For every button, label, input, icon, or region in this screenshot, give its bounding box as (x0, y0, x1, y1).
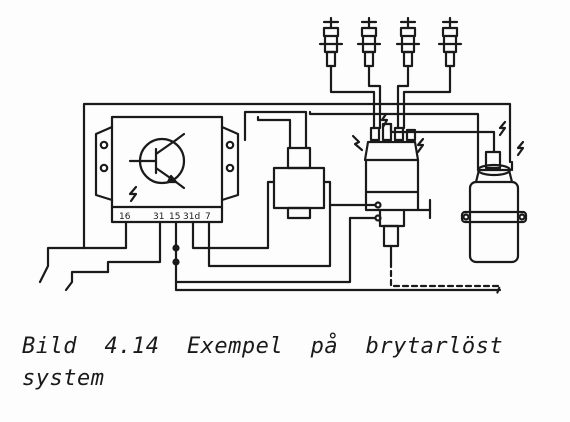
dashed-ground-line (389, 260, 502, 298)
figure-caption: Bild 4.14 Exempel på brytarlöst (22, 334, 504, 359)
terminal-label-7: 7 (205, 212, 211, 222)
distributor (363, 122, 432, 264)
figure-caption-continued: system (22, 366, 105, 391)
spark-symbol-icon (498, 120, 507, 137)
spark-symbol-icon (416, 137, 425, 154)
spark-plug-2 (356, 16, 382, 76)
transistor-arrow-icon (166, 174, 178, 184)
spark-symbol-icon (128, 185, 138, 203)
transistor-symbol (128, 132, 186, 190)
spark-symbol-icon (380, 112, 389, 129)
terminal-label-16: 16 (119, 212, 131, 222)
spark-plug-1 (318, 16, 344, 76)
spark-plug-3 (395, 16, 421, 76)
terminal-label-15: 15 (169, 212, 180, 222)
terminal-label-31d: 31d (183, 212, 200, 222)
ignition-coil (460, 150, 528, 264)
spark-symbol-icon (516, 140, 525, 157)
wiring (38, 102, 512, 292)
terminal-label-31: 31 (153, 212, 164, 222)
spark-plug-4 (437, 16, 463, 76)
spark-symbol-icon (351, 134, 364, 152)
control-unit (94, 115, 240, 232)
spark-plug-leads (329, 72, 452, 130)
wiring-diagram: 16 31 15 31d 7 (38, 16, 528, 298)
ballast-unit (266, 138, 332, 220)
